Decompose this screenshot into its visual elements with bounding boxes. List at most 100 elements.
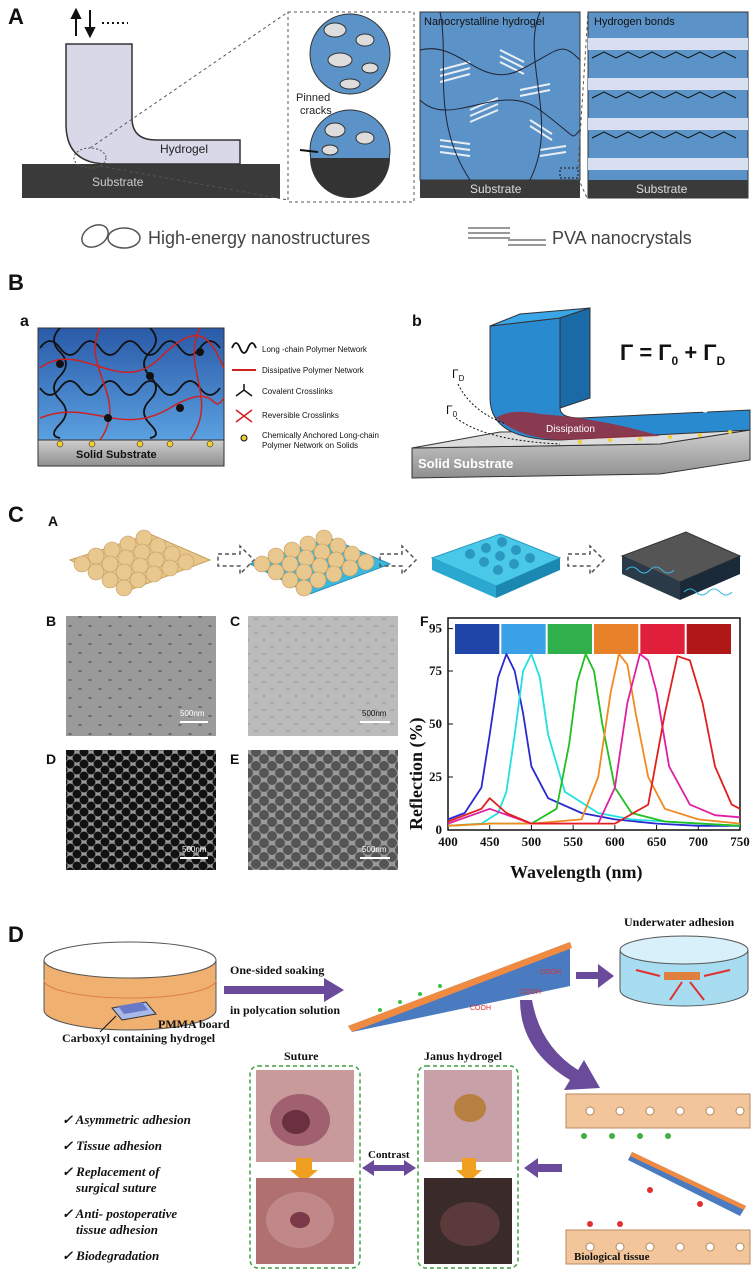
solid-substrate-b-label: Solid Substrate — [418, 456, 513, 471]
sem-image-c — [248, 616, 398, 736]
arrow-step-2-icon — [379, 544, 418, 576]
tough-hydrogel-label: Tough Hydrogel — [628, 399, 719, 413]
gamma-formula: Γ = Γ0 + ΓD — [620, 340, 726, 368]
sub-F: F — [420, 613, 429, 629]
cooh-label-3: COOH — [540, 969, 561, 976]
y-tick-label: 50 — [429, 716, 442, 731]
curved-arrow-icon — [520, 1000, 600, 1090]
cooh-label-2: COOH — [520, 989, 541, 996]
janus-frame — [417, 1065, 519, 1269]
series-line-2 — [447, 653, 741, 827]
scale-bar-e: 500nm — [362, 845, 387, 854]
in-polycation-label: in polycation solution — [230, 1003, 340, 1017]
color-swatch — [547, 624, 592, 654]
down-arrow-icon — [290, 1158, 318, 1182]
color-swatch — [640, 624, 685, 654]
y-tick-label: 25 — [429, 769, 443, 784]
sem-image-d — [66, 750, 216, 870]
feature-suture: surgical suture — [75, 1180, 157, 1195]
nanocrystalline-title: Nanocrystalline hydrogel — [424, 16, 544, 28]
sub-D: D — [46, 751, 56, 767]
underwater-dish — [619, 935, 749, 1007]
substrate-label-2: Substrate — [470, 182, 522, 196]
x-tick-label: 700 — [689, 834, 709, 849]
suture-frame — [249, 1065, 361, 1269]
hydrogen-bonds-title: Hydrogen bonds — [594, 16, 675, 28]
cracks-label: cracks — [300, 105, 332, 117]
pinned-label: Pinned — [296, 92, 330, 104]
carboxyl-label: Carboxyl containing hydrogel — [62, 1031, 216, 1045]
nanocrystal-legend-icon — [468, 227, 546, 246]
zoom-box — [287, 11, 415, 203]
panel-a: A Substrate Hydrogel Pinned cracks — [8, 4, 749, 249]
scale-bar-d: 500nm — [182, 845, 207, 854]
contrast-arrow-icon — [362, 1160, 416, 1176]
color-swatch — [501, 624, 546, 654]
legend-long-chain: Long -chain Polymer Network — [262, 345, 368, 354]
bio-tissue-label: Biological tissue — [574, 1251, 650, 1263]
gamma-0-label: Γ0 — [446, 403, 458, 419]
color-swatch — [686, 624, 731, 654]
arrow-step-3-icon — [567, 544, 606, 576]
soaking-arrow-icon — [224, 978, 344, 1002]
panel-d: D PMMA board Carboxyl containing hydroge… — [8, 915, 751, 1269]
panel-c-label: C — [8, 502, 24, 527]
panel-c: C A — [8, 502, 750, 883]
y-tick-label: 0 — [436, 822, 443, 837]
janus-wedge — [348, 942, 572, 1032]
y-tick-label: 75 — [429, 663, 443, 678]
cooh-label-1: COOH — [470, 1005, 491, 1012]
y-tick-label: 95 — [429, 621, 443, 636]
coated-film — [620, 531, 742, 600]
sub-C: C — [230, 613, 240, 629]
x-tick-label: 500 — [522, 834, 542, 849]
long-chain-icon — [231, 342, 257, 354]
solid-substrate-a-label: Solid Substrate — [76, 449, 157, 461]
series-line-1 — [447, 653, 740, 827]
color-swatch — [455, 624, 500, 654]
biological-tissue — [565, 1093, 751, 1265]
feature-anti: ✓ Anti- postoperative — [62, 1206, 177, 1221]
sem-image-b — [66, 616, 216, 736]
crack-circle-1 — [309, 13, 391, 95]
x-tick-label: 750 — [730, 834, 750, 849]
one-sided-label: One-sided soaking — [230, 963, 324, 977]
panel-d-label: D — [8, 922, 24, 947]
substrate-label: Substrate — [92, 175, 144, 189]
x-tick-label: 400 — [438, 834, 458, 849]
sub-b-label: b — [412, 313, 422, 330]
suture-title: Suture — [284, 1049, 319, 1063]
infiltrated-spheres — [248, 529, 392, 597]
janus-title: Janus hydrogel — [424, 1049, 503, 1063]
arrow-step-1-icon — [217, 544, 256, 576]
legend-anchored-1: Chemically Anchored Long-chain — [262, 431, 379, 440]
legend-nanostructures: High-energy nanostructures — [148, 228, 370, 248]
chart-ylabel: Reflection (%) — [406, 718, 427, 830]
legend-anchored-2: Polymer Network on Solids — [262, 441, 358, 450]
color-swatch — [594, 624, 639, 654]
feature-biodeg: ✓ Biodegradation — [62, 1248, 159, 1263]
covalent-icon — [235, 384, 253, 397]
substrate-label-3: Substrate — [636, 182, 688, 196]
network-box — [37, 327, 225, 441]
feature-asymmetric: ✓ Asymmetric adhesion — [62, 1112, 191, 1127]
x-tick-label: 600 — [605, 834, 625, 849]
dissipation-label: Dissipation — [546, 424, 595, 435]
feature-postop: tissue adhesion — [76, 1222, 158, 1237]
pmma-label: PMMA board — [158, 1017, 230, 1031]
hydrogel-label: Hydrogel — [160, 142, 208, 156]
scale-bar-b: 500nm — [180, 709, 205, 718]
reversible-icon — [235, 409, 253, 423]
legend-covalent: Covalent Crosslinks — [262, 387, 333, 396]
crack-circle-2 — [299, 109, 391, 198]
solid-substrate-a — [37, 439, 225, 467]
scale-bar-c: 500nm — [362, 709, 387, 718]
sub-a-label: a — [20, 313, 29, 330]
dissipation-zone — [496, 411, 660, 440]
underwater-title: Underwater adhesion — [624, 915, 734, 929]
substrate-block — [22, 164, 280, 198]
sub-E: E — [230, 751, 239, 767]
legend-pva: PVA nanocrystals — [552, 228, 692, 248]
colloidal-spheres — [68, 529, 212, 597]
